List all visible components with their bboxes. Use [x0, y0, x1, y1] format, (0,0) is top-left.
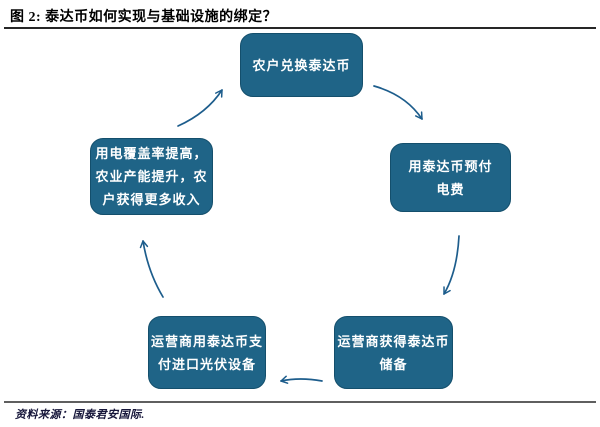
node-operator-pays-pv-imports: 运营商用泰达币支 付进口光伏设备: [148, 316, 266, 389]
arrow-bottom-left-to-left-icon: [139, 240, 164, 298]
node-label: 农户兑换泰达币: [252, 57, 351, 73]
arrow-right-to-bottom-right-icon: [443, 235, 460, 295]
node-label: 用电覆盖率提高， 农业产能提升，农 户获得更多收入: [95, 146, 208, 207]
arrow-bottom-right-to-bottom-left-icon: [280, 375, 323, 384]
title-divider: [4, 27, 596, 29]
node-coverage-up-income-up: 用电覆盖率提高， 农业产能提升，农 户获得更多收入: [90, 138, 213, 215]
node-label: 运营商获得泰达币 储备: [337, 333, 450, 372]
figure-title: 图 2: 泰达币如何实现与基础设施的绑定？: [10, 10, 278, 25]
arrow-top-to-right-icon: [373, 85, 423, 120]
footer-divider: [4, 401, 596, 403]
arrow-left-to-top-icon: [177, 89, 223, 127]
node-operator-gets-reserves: 运营商获得泰达币 储备: [334, 316, 453, 389]
node-label: 运营商用泰达币支 付进口光伏设备: [150, 333, 263, 372]
node-label: 用泰达币预付 电费: [408, 158, 493, 197]
node-farmers-exchange-usdt: 农户兑换泰达币: [240, 33, 363, 97]
source-note: 资料来源：国泰君安国际.: [15, 409, 145, 421]
node-prepay-electricity: 用泰达币预付 电费: [390, 143, 511, 212]
